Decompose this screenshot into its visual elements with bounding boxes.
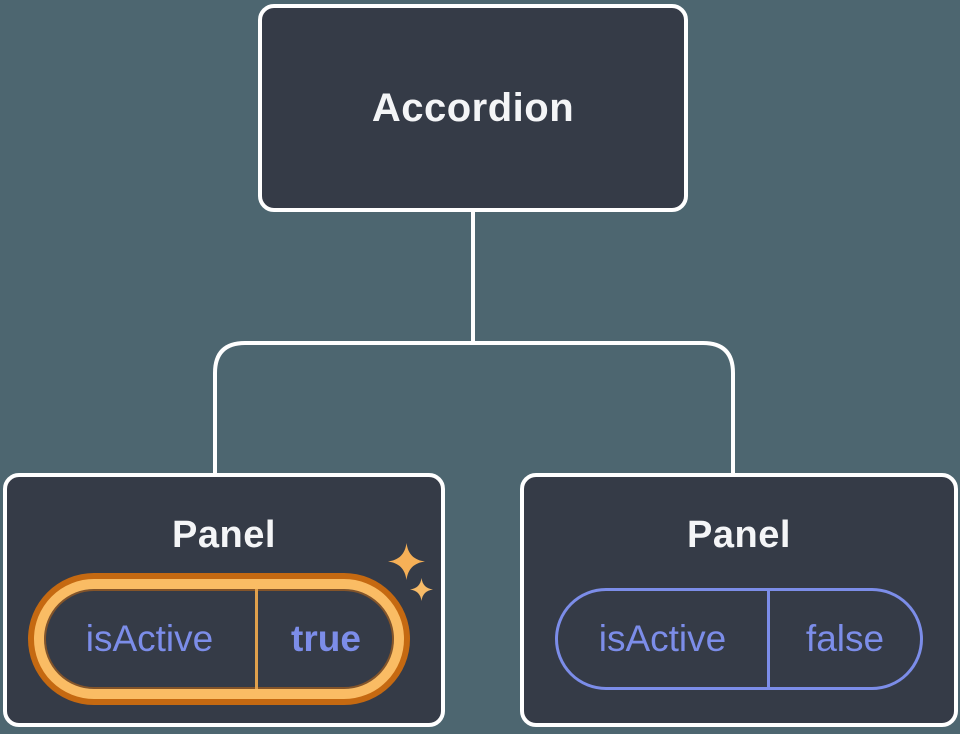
panel-node-label: Panel [687, 514, 791, 556]
accordion-node-label: Accordion [371, 85, 575, 130]
panel-node-active: Panel isActive true [3, 473, 445, 727]
pill-divider [255, 589, 258, 689]
panel-node-inactive: Panel isActive false [520, 473, 958, 727]
state-prop-name: isActive [598, 618, 727, 659]
state-value: false [805, 618, 885, 659]
state-pill-highlighted: isActive true [34, 579, 404, 699]
pill-divider [767, 591, 770, 687]
panel-node-label: Panel [172, 514, 276, 556]
state-value: true [291, 618, 361, 659]
sparkle-icon [410, 578, 433, 601]
connector-branches [213, 341, 735, 473]
state-pill-plain: isActive false [555, 588, 923, 690]
state-prop-name: isActive [85, 618, 214, 659]
sparkle-icon [388, 543, 425, 580]
accordion-node: Accordion [258, 4, 688, 212]
